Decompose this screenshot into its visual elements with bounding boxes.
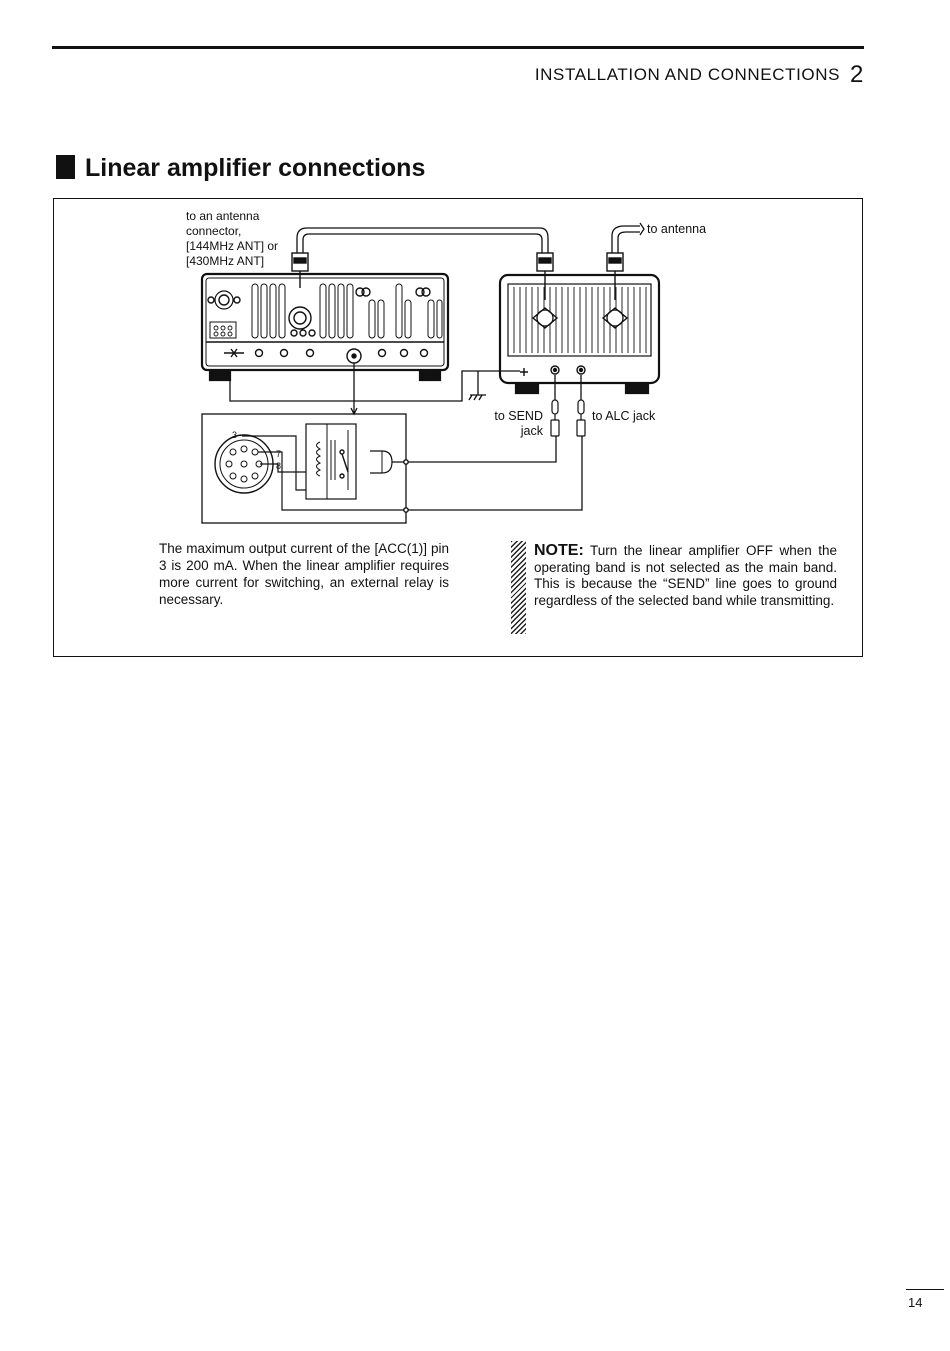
pin-label: 3 bbox=[232, 430, 238, 440]
label-line: connector, bbox=[186, 224, 242, 238]
coax-plug-icon bbox=[536, 252, 554, 300]
linear-amplifier bbox=[498, 273, 661, 395]
diagram-frame bbox=[53, 198, 863, 657]
rca-plug-icon bbox=[576, 399, 586, 437]
pin-label: 7 bbox=[276, 449, 282, 459]
chapter-title: INSTALLATION AND CONNECTIONS bbox=[534, 65, 841, 84]
label-to-send: to SEND jack bbox=[492, 409, 543, 439]
ground-wiring bbox=[229, 370, 520, 402]
section-title: Linear amplifier connections bbox=[85, 154, 426, 182]
label-to-antenna: to antenna bbox=[647, 222, 707, 236]
transceiver-rear-panel bbox=[200, 272, 450, 382]
section-bullet-icon bbox=[56, 155, 75, 179]
antenna-cable bbox=[611, 222, 645, 253]
header-rule bbox=[52, 46, 864, 49]
coax-plug-icon bbox=[606, 252, 624, 300]
label-line: to an antenna bbox=[186, 209, 260, 223]
label-line: jack bbox=[520, 424, 543, 438]
chapter-number: 2 bbox=[850, 61, 864, 88]
connection-diagram bbox=[200, 222, 661, 524]
page-number-rule bbox=[906, 1289, 944, 1290]
relay-box bbox=[201, 413, 583, 524]
label-radio-antenna: to an antenna connector, [144MHz ANT] or… bbox=[186, 209, 278, 269]
label-line: [430MHz ANT] bbox=[186, 254, 265, 268]
coax-cable bbox=[296, 227, 549, 253]
note: NOTE: Turn the linear amplifier OFF when… bbox=[534, 542, 837, 609]
label-to-alc: to ALC jack bbox=[592, 409, 656, 423]
chapter-header: INSTALLATION AND CONNECTIONS 2 bbox=[534, 59, 864, 88]
body-text: The maximum output current of the [ACC(1… bbox=[159, 541, 449, 607]
label-line: to SEND bbox=[494, 409, 543, 423]
section-heading: Linear amplifier connections bbox=[56, 154, 425, 183]
note-hatch bbox=[511, 541, 526, 634]
label-line: [144MHz ANT] or bbox=[186, 239, 279, 253]
pin-label: 8 bbox=[276, 461, 282, 471]
page-number: 14 bbox=[908, 1295, 923, 1310]
rca-plug-icon bbox=[550, 399, 560, 437]
coax-plug-icon bbox=[291, 252, 309, 288]
note-text: Turn the linear amplifier OFF when the o… bbox=[534, 543, 837, 608]
note-heading: NOTE: bbox=[534, 542, 584, 559]
